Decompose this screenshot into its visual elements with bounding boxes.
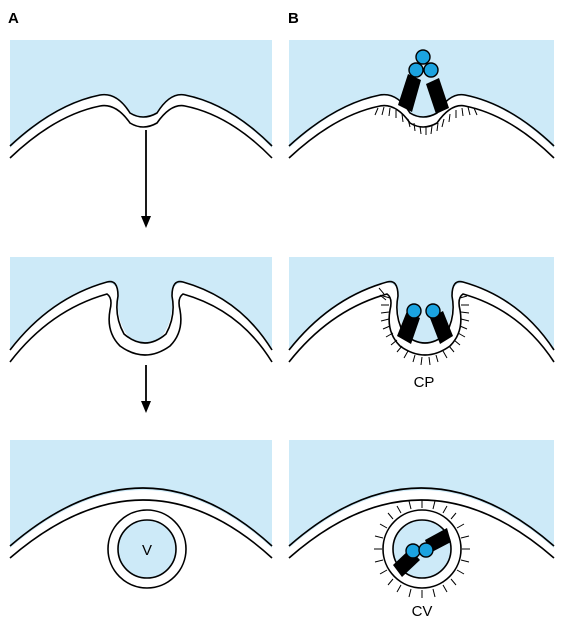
ligand <box>416 50 430 64</box>
panel-a2-pit <box>10 257 272 362</box>
panel-b3-coated-vesicle <box>289 440 554 598</box>
ligand <box>419 543 433 557</box>
panel-a1-invagination <box>10 40 272 158</box>
panel-a3-vesicle <box>10 440 272 588</box>
arrow-a2-a3 <box>141 365 151 413</box>
ligand <box>406 544 420 558</box>
ligand <box>426 304 440 318</box>
ligand <box>409 63 423 77</box>
panel-b1-receptor-binding <box>289 40 554 158</box>
column-a-label: A <box>8 10 19 27</box>
coated-vesicle-label: CV <box>412 603 433 620</box>
column-b-label: B <box>288 10 299 27</box>
vesicle-label: V <box>142 542 152 559</box>
coated-pit-label: CP <box>414 374 435 391</box>
ligand <box>424 63 438 77</box>
panel-b2-coated-pit <box>289 257 554 365</box>
ligand <box>407 304 421 318</box>
arrow-a1-a2 <box>141 130 151 228</box>
